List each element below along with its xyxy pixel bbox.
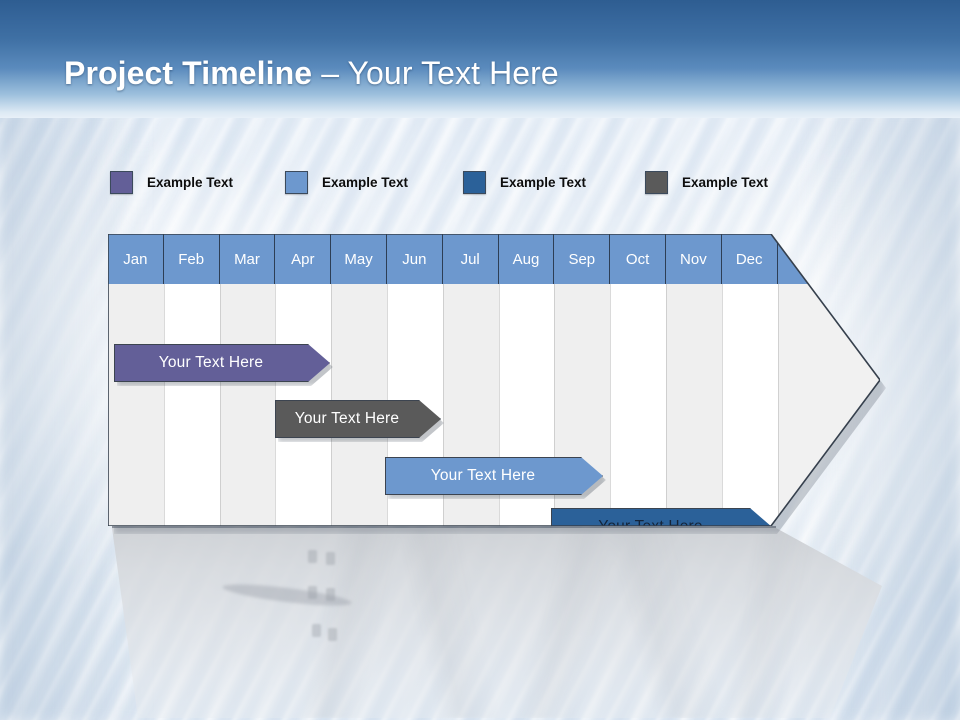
month-header-jun[interactable]: Jun: [387, 234, 443, 284]
legend-label: Example Text: [147, 174, 234, 190]
month-header-dec[interactable]: Dec: [722, 234, 778, 284]
reflection-dot: [326, 552, 335, 565]
column-separator: [219, 284, 221, 526]
column-separator: [163, 284, 165, 526]
page-title: Project Timeline – Your Text Here: [64, 57, 559, 89]
legend-color-swatch: [645, 170, 668, 194]
reflection-ghost-shapes: [112, 528, 882, 718]
column-separator: [610, 284, 612, 526]
legend-label: Example Text: [322, 174, 409, 190]
timeline-bar-label: Your Text Here: [294, 410, 400, 427]
reflection-dots: [308, 550, 348, 670]
title-banner: [0, 0, 960, 118]
month-header-oct[interactable]: Oct: [610, 234, 666, 284]
reflection-dot: [326, 588, 335, 601]
timeline-bar-4[interactable]: Your Text Here: [551, 508, 775, 526]
timeline-bar-label: Your Text Here: [158, 354, 264, 371]
month-header-may[interactable]: May: [331, 234, 387, 284]
legend-item[interactable]: Example Text: [645, 168, 768, 196]
legend-item[interactable]: Example Text: [110, 168, 233, 196]
timeline-bar-3[interactable]: Your Text Here: [385, 457, 606, 499]
month-header-jul[interactable]: Jul: [443, 234, 499, 284]
timeline-bar-2[interactable]: Your Text Here: [275, 400, 444, 442]
timeline-bar-label: Your Text Here: [430, 467, 536, 484]
month-header-apr[interactable]: Apr: [275, 234, 332, 284]
legend-label: Example Text: [682, 174, 769, 190]
reflection-dot: [328, 628, 337, 641]
legend-color-swatch: [463, 170, 486, 194]
month-header-jan[interactable]: Jan: [108, 234, 164, 284]
chart-reflection: [112, 528, 882, 718]
legend-color-swatch: [110, 170, 133, 194]
month-header-aug[interactable]: Aug: [499, 234, 555, 284]
legend-item[interactable]: Example Text: [463, 168, 586, 196]
legend: Example Text Example Text Example Text Exam…: [110, 168, 810, 196]
reflection-dot: [312, 624, 321, 637]
month-header-sep[interactable]: Sep: [554, 234, 611, 284]
month-header-mar[interactable]: Mar: [220, 234, 276, 284]
chart-base-edge: [112, 526, 776, 528]
month-header-nov[interactable]: Nov: [666, 234, 722, 284]
timeline-bar-1[interactable]: Your Text Here: [114, 344, 333, 386]
reflection-dot: [308, 550, 317, 563]
page-title-bold: Project Timeline: [64, 55, 313, 91]
month-header-feb[interactable]: Feb: [164, 234, 220, 284]
column-separator: [721, 284, 723, 526]
column-separator: [666, 284, 667, 526]
reflection-dot: [308, 586, 317, 599]
legend-color-swatch: [285, 170, 308, 194]
column-separator: [777, 284, 779, 526]
timeline-bar-label: Your Text Here: [551, 518, 772, 526]
page-title-rest: – Your Text Here: [312, 55, 559, 91]
legend-item[interactable]: Example Text: [285, 168, 408, 196]
legend-label: Example Text: [500, 174, 587, 190]
